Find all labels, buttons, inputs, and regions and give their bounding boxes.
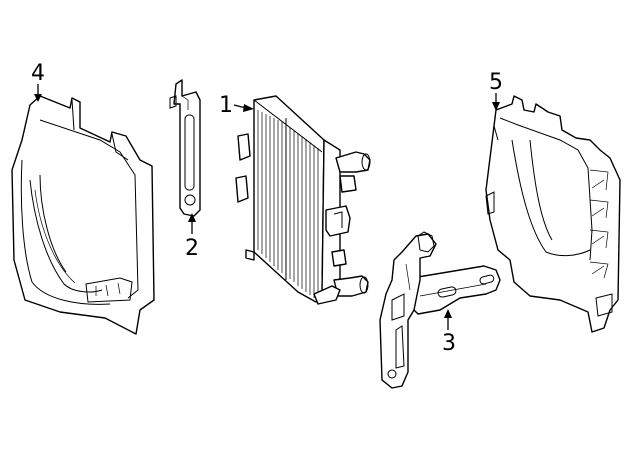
- callout-3: 3: [442, 309, 456, 356]
- callout-label-3: 3: [442, 331, 456, 356]
- part-4-air-duct[interactable]: [11, 95, 155, 335]
- callout-1: 1: [219, 93, 254, 118]
- callout-2: 2: [185, 213, 199, 261]
- callout-label-5: 5: [489, 70, 503, 95]
- callout-4: 4: [31, 61, 45, 102]
- part-1-radiator[interactable]: [235, 95, 371, 305]
- callout-5: 5: [489, 70, 503, 111]
- callout-label-4: 4: [31, 61, 45, 86]
- part-2-bracket[interactable]: [169, 79, 201, 217]
- part-5-air-duct[interactable]: [485, 95, 621, 333]
- part-3-bracket[interactable]: [379, 231, 501, 389]
- radiator-fins: [253, 99, 323, 299]
- callout-label-2: 2: [185, 236, 199, 261]
- callout-label-1: 1: [219, 93, 233, 118]
